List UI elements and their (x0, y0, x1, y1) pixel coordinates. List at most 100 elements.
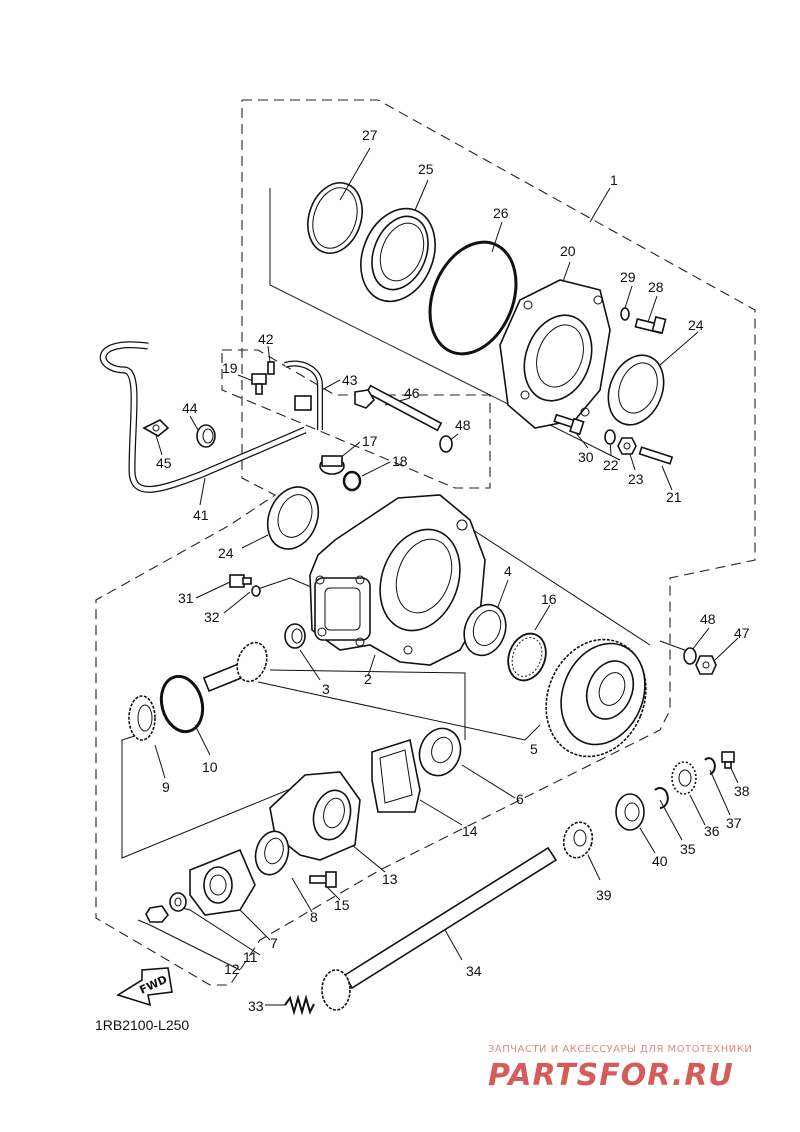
part-14-gasket (371, 738, 421, 813)
callout: 48 (455, 417, 471, 433)
callout: 14 (462, 823, 478, 839)
callout: 39 (596, 887, 612, 903)
callout: 9 (162, 779, 170, 795)
part-47-nut (695, 655, 717, 675)
part-34-drive-shaft (321, 846, 558, 1011)
part-15-bolt (309, 871, 337, 888)
callout: 2 (364, 671, 372, 687)
part-21-stud-bolt (638, 446, 674, 465)
part-27-o-ring (307, 182, 363, 254)
callout: 12 (224, 961, 240, 977)
callout: 3 (322, 681, 330, 697)
part-18-o-ring (342, 470, 362, 492)
callout: 28 (648, 279, 664, 295)
part-36-bearing (671, 761, 697, 795)
watermark-tagline: ЗАПЧАСТИ И АКСЕССУАРЫ ДЛЯ МОТОТЕХНИКИ (488, 1044, 752, 1055)
callout: 6 (516, 791, 524, 807)
part-6-bearing (418, 727, 462, 777)
callout-labels: 1 2 3 4 5 6 7 8 9 10 11 12 13 14 15 16 1… (156, 127, 750, 1014)
callout: 32 (204, 609, 220, 625)
callout: 29 (620, 269, 636, 285)
part-41-breather-hose (99, 341, 307, 493)
part-16-shim (507, 632, 547, 682)
part-37-circlip (704, 757, 716, 775)
part-40-collar (615, 793, 645, 831)
watermark: ЗАПЧАСТИ И АКСЕССУАРЫ ДЛЯ МОТОТЕХНИКИ PA… (488, 1044, 752, 1093)
part-20-housing-cover (499, 279, 611, 429)
callout: 13 (382, 871, 398, 887)
callout: 19 (222, 360, 238, 376)
part-48-washer-upper (439, 435, 453, 453)
part-8-oil-seal (254, 830, 290, 876)
part-33-spring (284, 994, 315, 1016)
callout: 26 (493, 205, 509, 221)
callout: 41 (193, 507, 209, 523)
part-5-ring-gear (545, 638, 647, 758)
part-11-washer (169, 892, 187, 912)
part-31-bolt (229, 574, 252, 588)
callout: 16 (541, 591, 557, 607)
part-42-clip-small (267, 361, 275, 375)
part-48-washer-lower (683, 647, 697, 665)
callout: 24 (688, 317, 704, 333)
callout: 7 (270, 935, 278, 951)
callout: 34 (466, 963, 482, 979)
callout: 30 (578, 449, 594, 465)
callout: 8 (310, 909, 318, 925)
boundary-group-1 (95, 99, 756, 986)
part-3-collar (284, 623, 306, 649)
part-x-pinion-gear (202, 641, 268, 693)
part-10-o-ring (159, 674, 205, 734)
callout: 18 (392, 453, 408, 469)
part-28-bolt (634, 316, 667, 334)
part-17-plug (319, 455, 345, 475)
callout: 10 (202, 759, 218, 775)
part-43-joint (284, 360, 323, 430)
callout: 35 (680, 841, 696, 857)
callout: 22 (603, 457, 619, 473)
boundary-group-19 (221, 349, 491, 489)
part-24-oil-seal-lower (266, 486, 320, 550)
part-2-gear-case (309, 494, 486, 666)
part-22-washer (604, 429, 616, 445)
part-32-washer (251, 585, 261, 597)
callout: 46 (404, 385, 420, 401)
callout: 4 (504, 563, 512, 579)
callout: 38 (734, 783, 750, 799)
callout: 33 (248, 998, 264, 1014)
callout: 47 (734, 625, 750, 641)
callout: 24 (218, 545, 234, 561)
callout: 1 (610, 172, 618, 188)
fwd-arrow: FWD (116, 967, 173, 1007)
part-29-washer (620, 307, 630, 321)
callout: 42 (258, 331, 274, 347)
callout: 25 (418, 161, 434, 177)
part-26-o-ring (428, 240, 518, 356)
callout: 20 (560, 243, 576, 259)
callout: 5 (530, 741, 538, 757)
callout: 17 (362, 433, 378, 449)
callout: 45 (156, 455, 172, 471)
callout: 31 (178, 590, 194, 606)
callout: 37 (726, 815, 742, 831)
part-13-housing (269, 771, 361, 861)
part-19-fitting (251, 373, 267, 395)
callout: 11 (243, 949, 258, 965)
part-12-nut (145, 905, 170, 923)
assembly-boundaries (95, 99, 756, 986)
part-23-nut (617, 437, 637, 455)
callout: 43 (342, 372, 358, 388)
part-4-bearing (463, 603, 507, 657)
part-35-circlip (654, 787, 669, 809)
callout: 36 (704, 823, 720, 839)
callout: 40 (652, 853, 668, 869)
callout: 15 (334, 897, 350, 913)
watermark-brand: PARTSFOR.RU (488, 1058, 734, 1093)
part-46-bolt-long (354, 384, 443, 432)
part-45-clip (142, 419, 170, 437)
part-38-plug (721, 751, 735, 769)
callout: 27 (362, 127, 378, 143)
part-7-coupling (189, 848, 256, 916)
callout: 21 (666, 489, 682, 505)
